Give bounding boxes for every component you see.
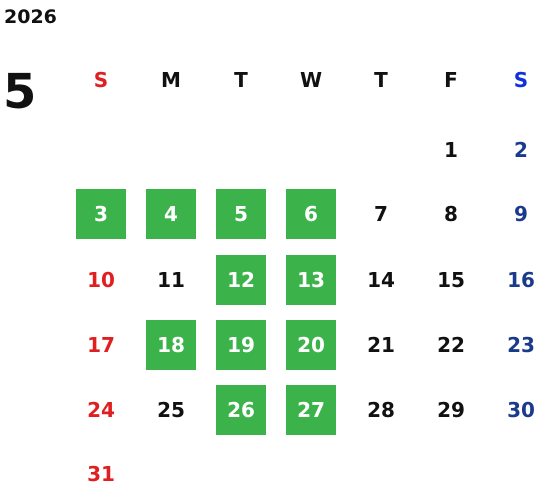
day-cell-2[interactable]: 2	[514, 138, 528, 162]
weekday-header-friday: F	[444, 68, 458, 92]
day-cell-9[interactable]: 9	[514, 202, 528, 226]
day-cell-10[interactable]: 10	[87, 268, 115, 292]
day-cell-21[interactable]: 21	[367, 333, 395, 357]
day-cell-29[interactable]: 29	[437, 398, 465, 422]
day-cell-16[interactable]: 16	[507, 268, 535, 292]
day-cell-28[interactable]: 28	[367, 398, 395, 422]
day-cell-8[interactable]: 8	[444, 202, 458, 226]
weekday-header-thursday: T	[374, 68, 388, 92]
weekday-header-wednesday: W	[299, 68, 323, 92]
weekday-header-sunday: S	[93, 68, 109, 92]
day-cell-5[interactable]: 5	[216, 189, 266, 239]
day-cell-25[interactable]: 25	[157, 398, 185, 422]
day-cell-19[interactable]: 19	[216, 320, 266, 370]
day-cell-20[interactable]: 20	[286, 320, 336, 370]
day-cell-3[interactable]: 3	[76, 189, 126, 239]
day-cell-11[interactable]: 11	[157, 268, 185, 292]
day-cell-12[interactable]: 12	[216, 255, 266, 305]
weekday-header-monday: M	[161, 68, 181, 92]
day-cell-13[interactable]: 13	[286, 255, 336, 305]
day-cell-14[interactable]: 14	[367, 268, 395, 292]
day-cell-15[interactable]: 15	[437, 268, 465, 292]
day-cell-24[interactable]: 24	[87, 398, 115, 422]
day-cell-23[interactable]: 23	[507, 333, 535, 357]
day-cell-31[interactable]: 31	[87, 462, 115, 486]
weekday-header-tuesday: T	[234, 68, 248, 92]
day-cell-30[interactable]: 30	[507, 398, 535, 422]
day-cell-17[interactable]: 17	[87, 333, 115, 357]
day-cell-27[interactable]: 27	[286, 385, 336, 435]
day-cell-1[interactable]: 1	[444, 138, 458, 162]
day-cell-7[interactable]: 7	[374, 202, 388, 226]
weekday-header-saturday: S	[513, 68, 529, 92]
day-cell-6[interactable]: 6	[286, 189, 336, 239]
day-cell-4[interactable]: 4	[146, 189, 196, 239]
year-label: 2026	[4, 6, 57, 28]
day-cell-22[interactable]: 22	[437, 333, 465, 357]
day-cell-18[interactable]: 18	[146, 320, 196, 370]
month-number: 5	[3, 64, 37, 120]
day-cell-26[interactable]: 26	[216, 385, 266, 435]
